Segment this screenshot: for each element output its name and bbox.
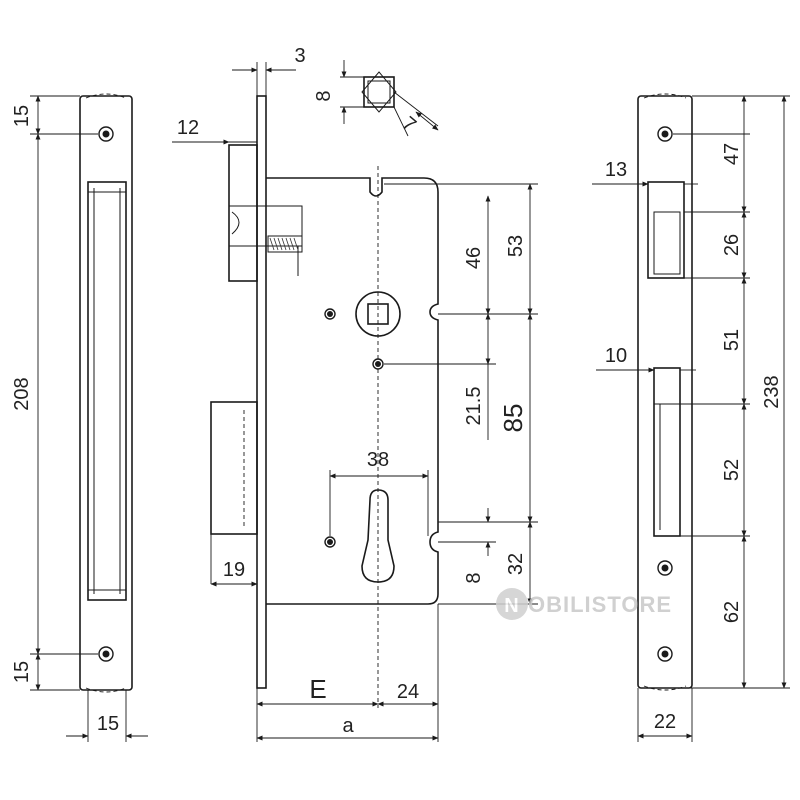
watermark-text: OBILISTORE — [528, 592, 672, 617]
watermark-letter: N — [504, 595, 519, 617]
dim-bolt: 19 — [223, 559, 245, 581]
dim-left-top: 15 — [11, 105, 33, 127]
dim-right-top: 47 — [721, 143, 743, 165]
right-plate-dimensions: 13 10 47 26 51 52 62 238 22 — [592, 95, 790, 742]
dim-depth-label: a — [342, 715, 354, 737]
dim-bolt-width: 10 — [605, 345, 627, 367]
dim-cylinder: 38 — [367, 449, 389, 471]
dim-handle-to-key: 21.5 — [463, 387, 485, 426]
dim-to-handle-total: 53 — [505, 235, 527, 257]
dim-backset-label: E — [309, 674, 326, 704]
dim-square-diag: 7 — [397, 113, 420, 137]
dim-total-height: 238 — [761, 375, 783, 408]
left-faceplate — [79, 93, 133, 693]
dim-cyl-to-bottom: 8 — [463, 572, 485, 583]
right-strike-plate — [637, 93, 693, 691]
lock-body-dimensions: 3 12 19 46 53 21.5 85 38 8 — [172, 45, 538, 742]
watermark-logo: N OBILISTORE — [496, 588, 672, 620]
dim-latch: 12 — [177, 117, 199, 139]
dim-center-distance: 85 — [498, 404, 528, 433]
dim-square-size: 8 — [313, 90, 335, 101]
dim-bolt-height: 52 — [721, 459, 743, 481]
dim-right-bottom: 62 — [721, 601, 743, 623]
dim-left-bottom: 15 — [11, 661, 33, 683]
dim-gap: 51 — [721, 329, 743, 351]
lock-body — [210, 95, 439, 708]
dim-cyl-total: 32 — [505, 553, 527, 575]
dim-to-handle: 46 — [463, 247, 485, 269]
dim-faceplate: 3 — [294, 45, 305, 67]
dim-latch-height: 26 — [721, 234, 743, 256]
dim-left-height: 208 — [11, 377, 33, 410]
left-plate-dimensions: 15 208 15 15 — [11, 95, 148, 742]
dim-left-width: 15 — [97, 713, 119, 735]
dim-right-width: 22 — [654, 711, 676, 733]
dim-nose: 24 — [397, 681, 419, 703]
dim-latch-width: 13 — [605, 159, 627, 181]
spindle-detail: 8 7 — [313, 60, 439, 137]
